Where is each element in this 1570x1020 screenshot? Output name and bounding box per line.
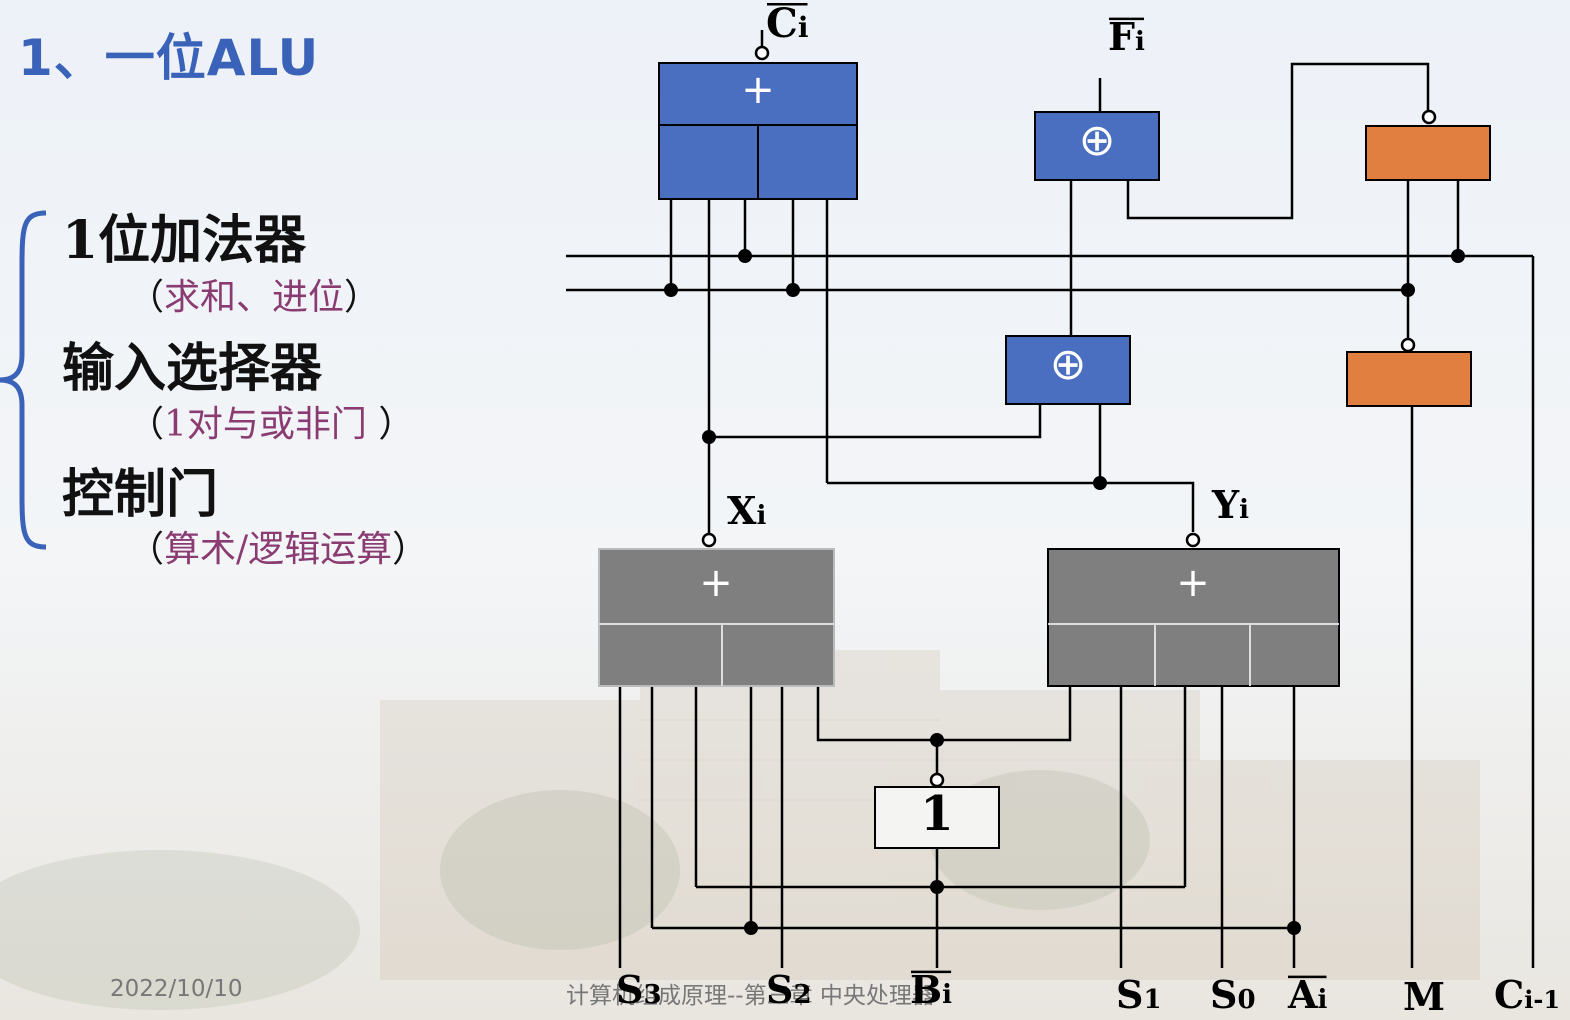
junction-dot — [1451, 249, 1465, 263]
inversion-bubble — [701, 532, 717, 548]
signal-label-s3: S3 — [616, 967, 662, 1012]
gray-gate-yi: + — [1047, 548, 1340, 687]
or-gate-symbol: + — [741, 67, 775, 113]
or-gate-symbol: + — [699, 560, 733, 606]
xor-gate-fi: ⊕ — [1034, 111, 1160, 181]
junction-dot — [738, 249, 752, 263]
gray-gate-xi: + — [598, 548, 835, 687]
signal-label-fi: Fi — [1108, 14, 1145, 59]
footer-date: 2022/10/10 — [110, 976, 243, 1002]
wire-yi — [827, 481, 1195, 532]
signal-label-ai: Ai — [1287, 972, 1327, 1017]
inverter-symbol: 1 — [920, 786, 953, 842]
component-name-control-gate: 控制门 — [62, 464, 219, 525]
inversion-bubble — [754, 45, 770, 61]
signal-label-xi: Xi — [727, 488, 766, 533]
signal-label-s0: S0 — [1210, 972, 1256, 1017]
signal-label-s2: S2 — [766, 967, 812, 1012]
footer-course-title: 计算机组成原理--第三章 中央处理器 — [566, 983, 935, 1009]
junction-dot — [786, 283, 800, 297]
signal-label-bi: Bi — [910, 967, 952, 1012]
orange-gate-top — [1365, 125, 1491, 181]
junction-dot — [1287, 921, 1301, 935]
xor-gate-yi: ⊕ — [1005, 335, 1131, 405]
component-detail-control-gate: （算术/逻辑运算） — [128, 529, 429, 570]
slide-title: 1、一位ALU — [18, 29, 320, 87]
orange-gate-bottom — [1346, 351, 1472, 407]
left-curly-brace — [0, 210, 47, 550]
component-name-selector: 输入选择器 — [62, 338, 323, 399]
signal-label-m: M — [1403, 974, 1445, 1019]
component-detail-selector: （1对与或非门 ） — [128, 404, 415, 445]
junction-dot — [930, 733, 944, 747]
junction-dot — [744, 921, 758, 935]
junction-dot — [702, 430, 716, 444]
inversion-bubble — [1421, 109, 1437, 125]
inversion-bubble — [1400, 337, 1416, 353]
or-gate-carry-top: + — [658, 62, 858, 200]
inverter-gate: 1 — [874, 786, 1000, 849]
component-detail-adder: （求和、进位） — [128, 277, 381, 318]
junction-dot — [930, 880, 944, 894]
inversion-bubble — [1185, 532, 1201, 548]
junction-dot — [664, 283, 678, 297]
component-name-adder: 1位加法器 — [62, 210, 307, 271]
signal-label-ci-1: Ci-1 — [1494, 972, 1560, 1017]
junction-dot — [1093, 476, 1107, 490]
junction-dot — [1401, 283, 1415, 297]
inversion-bubble — [929, 772, 945, 788]
xor-gate-symbol: ⊕ — [1079, 115, 1116, 166]
signal-label-ci: Ci — [766, 0, 808, 47]
signal-label-yi: Yi — [1211, 482, 1249, 527]
signal-label-s1: S1 — [1116, 972, 1162, 1017]
xor-gate-symbol: ⊕ — [1050, 339, 1087, 390]
or-gate-symbol: + — [1176, 560, 1210, 606]
